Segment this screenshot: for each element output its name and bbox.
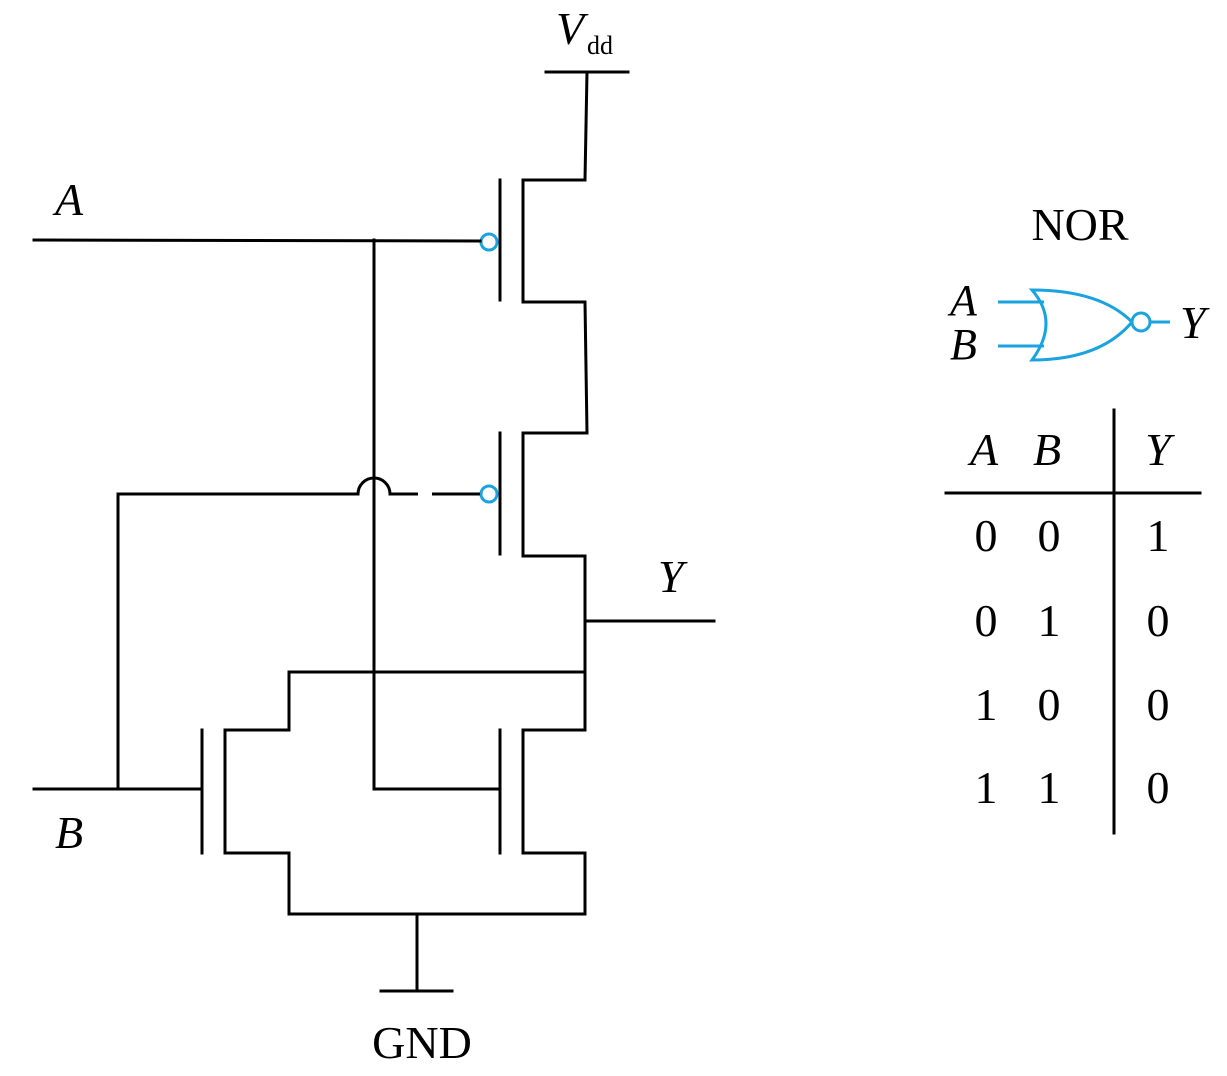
vdd-subscript: dd (587, 31, 613, 60)
input-a-wire (32, 238, 482, 243)
nmos-b (200, 670, 291, 916)
gnd-label: GND (372, 1017, 472, 1068)
truth-table-header-y: Y (1145, 424, 1175, 475)
pmos-b-channel (521, 431, 589, 558)
output-y-label: Y (658, 551, 688, 602)
input-a-label: A (52, 174, 84, 225)
nmos-a-channel (521, 728, 587, 916)
truth-table-cell: 0 (975, 510, 998, 561)
input-a-net: A (32, 174, 502, 791)
truth-table-cell: 1 (975, 762, 998, 813)
nor-output-label: Y (1180, 297, 1210, 348)
pmos-a-bubble (479, 232, 499, 252)
truth-table-header-a: A (967, 424, 999, 475)
truth-table-cell: 1 (975, 679, 998, 730)
nor-gate-bubble (1130, 311, 1152, 333)
vdd-terminal: V dd (544, 3, 630, 182)
truth-table-row: 1 0 0 (975, 679, 1170, 730)
vdd-wire (583, 70, 589, 182)
nor-input-b-label: B (950, 320, 977, 369)
truth-table-cell: 0 (1038, 510, 1061, 561)
nmos-b-channel (223, 670, 291, 916)
truth-table-cell: 0 (975, 595, 998, 646)
truth-table: A B Y 0 0 1 0 1 0 1 0 0 1 1 0 (944, 408, 1202, 835)
truth-table-header-b: B (1033, 424, 1061, 475)
pmos-series-wire (583, 300, 589, 435)
input-b-label: B (55, 807, 83, 858)
pmos-b-bubble (479, 484, 499, 504)
truth-table-cell: 1 (1038, 762, 1061, 813)
nor-gate-body (1028, 288, 1135, 362)
input-b-crossover-wire (118, 476, 480, 496)
vdd-label: V (556, 3, 589, 54)
truth-table-row: 1 1 0 (975, 762, 1170, 813)
nor-title: NOR (1031, 199, 1128, 250)
truth-table-cell: 1 (1147, 510, 1170, 561)
truth-table-cell: 1 (1038, 595, 1061, 646)
truth-table-cell: 0 (1038, 679, 1061, 730)
nmos-a (498, 728, 587, 916)
nor-input-a-label: A (947, 276, 978, 325)
input-b-net: B (32, 476, 480, 858)
truth-table-cell: 0 (1147, 595, 1170, 646)
pmos-b (479, 431, 589, 558)
gnd-terminal: GND (287, 912, 587, 1068)
nor-gate-symbol: NOR A B Y (947, 199, 1210, 369)
pmos-a-channel (521, 178, 587, 304)
pmos-a (479, 178, 587, 304)
truth-table-cell: 0 (1147, 679, 1170, 730)
truth-table-row: 0 1 0 (975, 595, 1170, 646)
truth-table-row: 0 0 1 (975, 510, 1170, 561)
truth-table-cell: 0 (1147, 762, 1170, 813)
